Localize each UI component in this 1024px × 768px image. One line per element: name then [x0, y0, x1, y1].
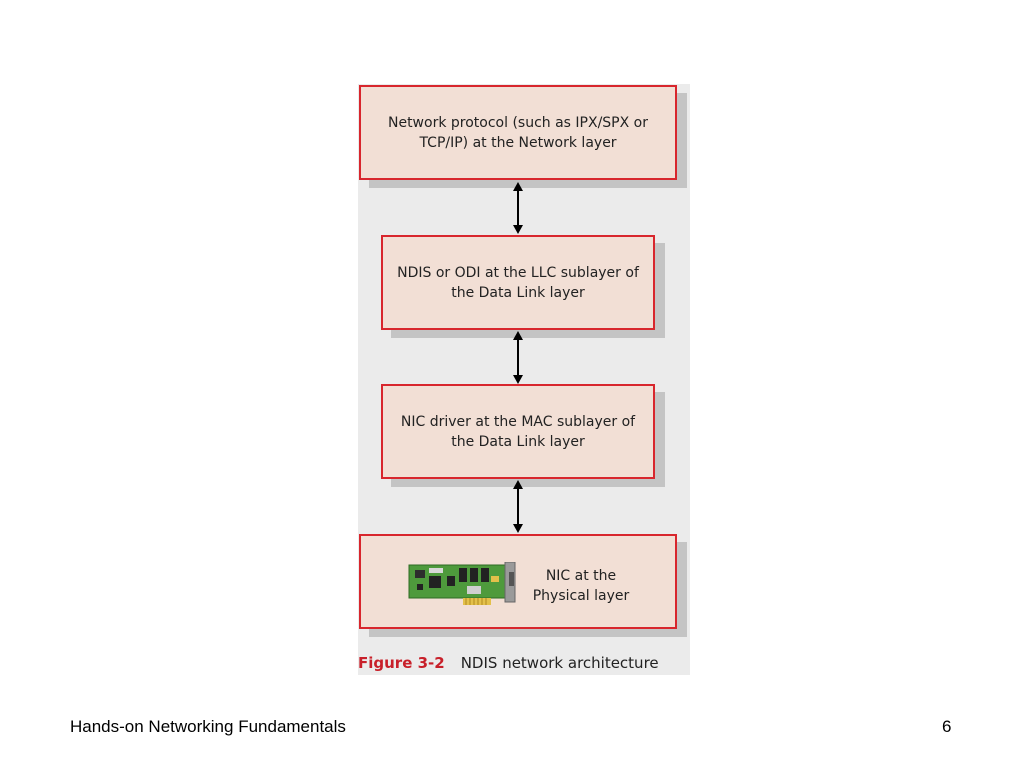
network-protocol-label: Network protocol (such as IPX/SPX or TCP…	[387, 114, 648, 151]
page-number: 6	[942, 717, 952, 736]
footer-title: Hands-on Networking Fundamentals	[70, 717, 346, 736]
network-protocol-box: Network protocol (such as IPX/SPX or TCP…	[359, 85, 677, 180]
arrow-connector-2	[513, 331, 523, 384]
mac-sublayer-label: NIC driver at the MAC sublayer of the Da…	[400, 413, 636, 450]
llc-sublayer-label: NDIS or ODI at the LLC sublayer of the D…	[397, 264, 639, 301]
arrow-connector-3	[513, 480, 523, 533]
mac-sublayer-box: NIC driver at the MAC sublayer of the Da…	[381, 384, 655, 479]
arrow-connector-1	[513, 182, 523, 234]
physical-layer-box: NIC at the Physical layer	[359, 534, 677, 629]
network-card-icon	[408, 562, 516, 605]
physical-layer-label: NIC at the Physical layer	[532, 568, 630, 604]
figure-caption: Figure 3-2 NDIS network architecture	[358, 654, 659, 672]
figure-number: Figure 3-2	[358, 654, 445, 672]
llc-sublayer-box: NDIS or ODI at the LLC sublayer of the D…	[381, 235, 655, 330]
figure-title: NDIS network architecture	[460, 654, 659, 672]
